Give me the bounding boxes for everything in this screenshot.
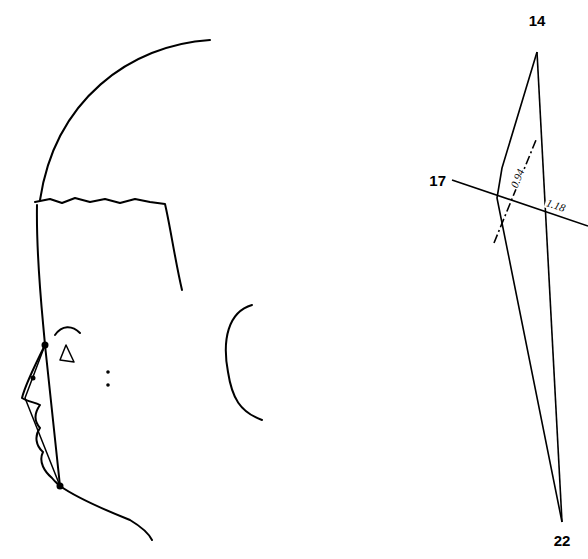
facial-line [45,345,60,486]
vertex-number: 17 [429,173,446,188]
dot [107,384,109,386]
landmark-dot [31,376,36,381]
face-profile [22,205,152,540]
dot [107,371,109,373]
landmark-dot [42,342,49,349]
profile-polygon [497,52,562,522]
vertex-number: 14 [529,13,546,28]
dimension-label: 0.94 [509,166,527,190]
landmark-dot [57,483,64,490]
brow [55,327,80,335]
skull-outline [40,40,210,200]
hairline [35,198,182,290]
eye [60,345,74,362]
profile-lines [25,345,60,486]
dimension-label: 1.18 [544,196,568,213]
ear [226,305,262,420]
axis-line [537,52,562,522]
vertex-number: 22 [554,533,571,548]
dash-dot-line [494,140,536,243]
